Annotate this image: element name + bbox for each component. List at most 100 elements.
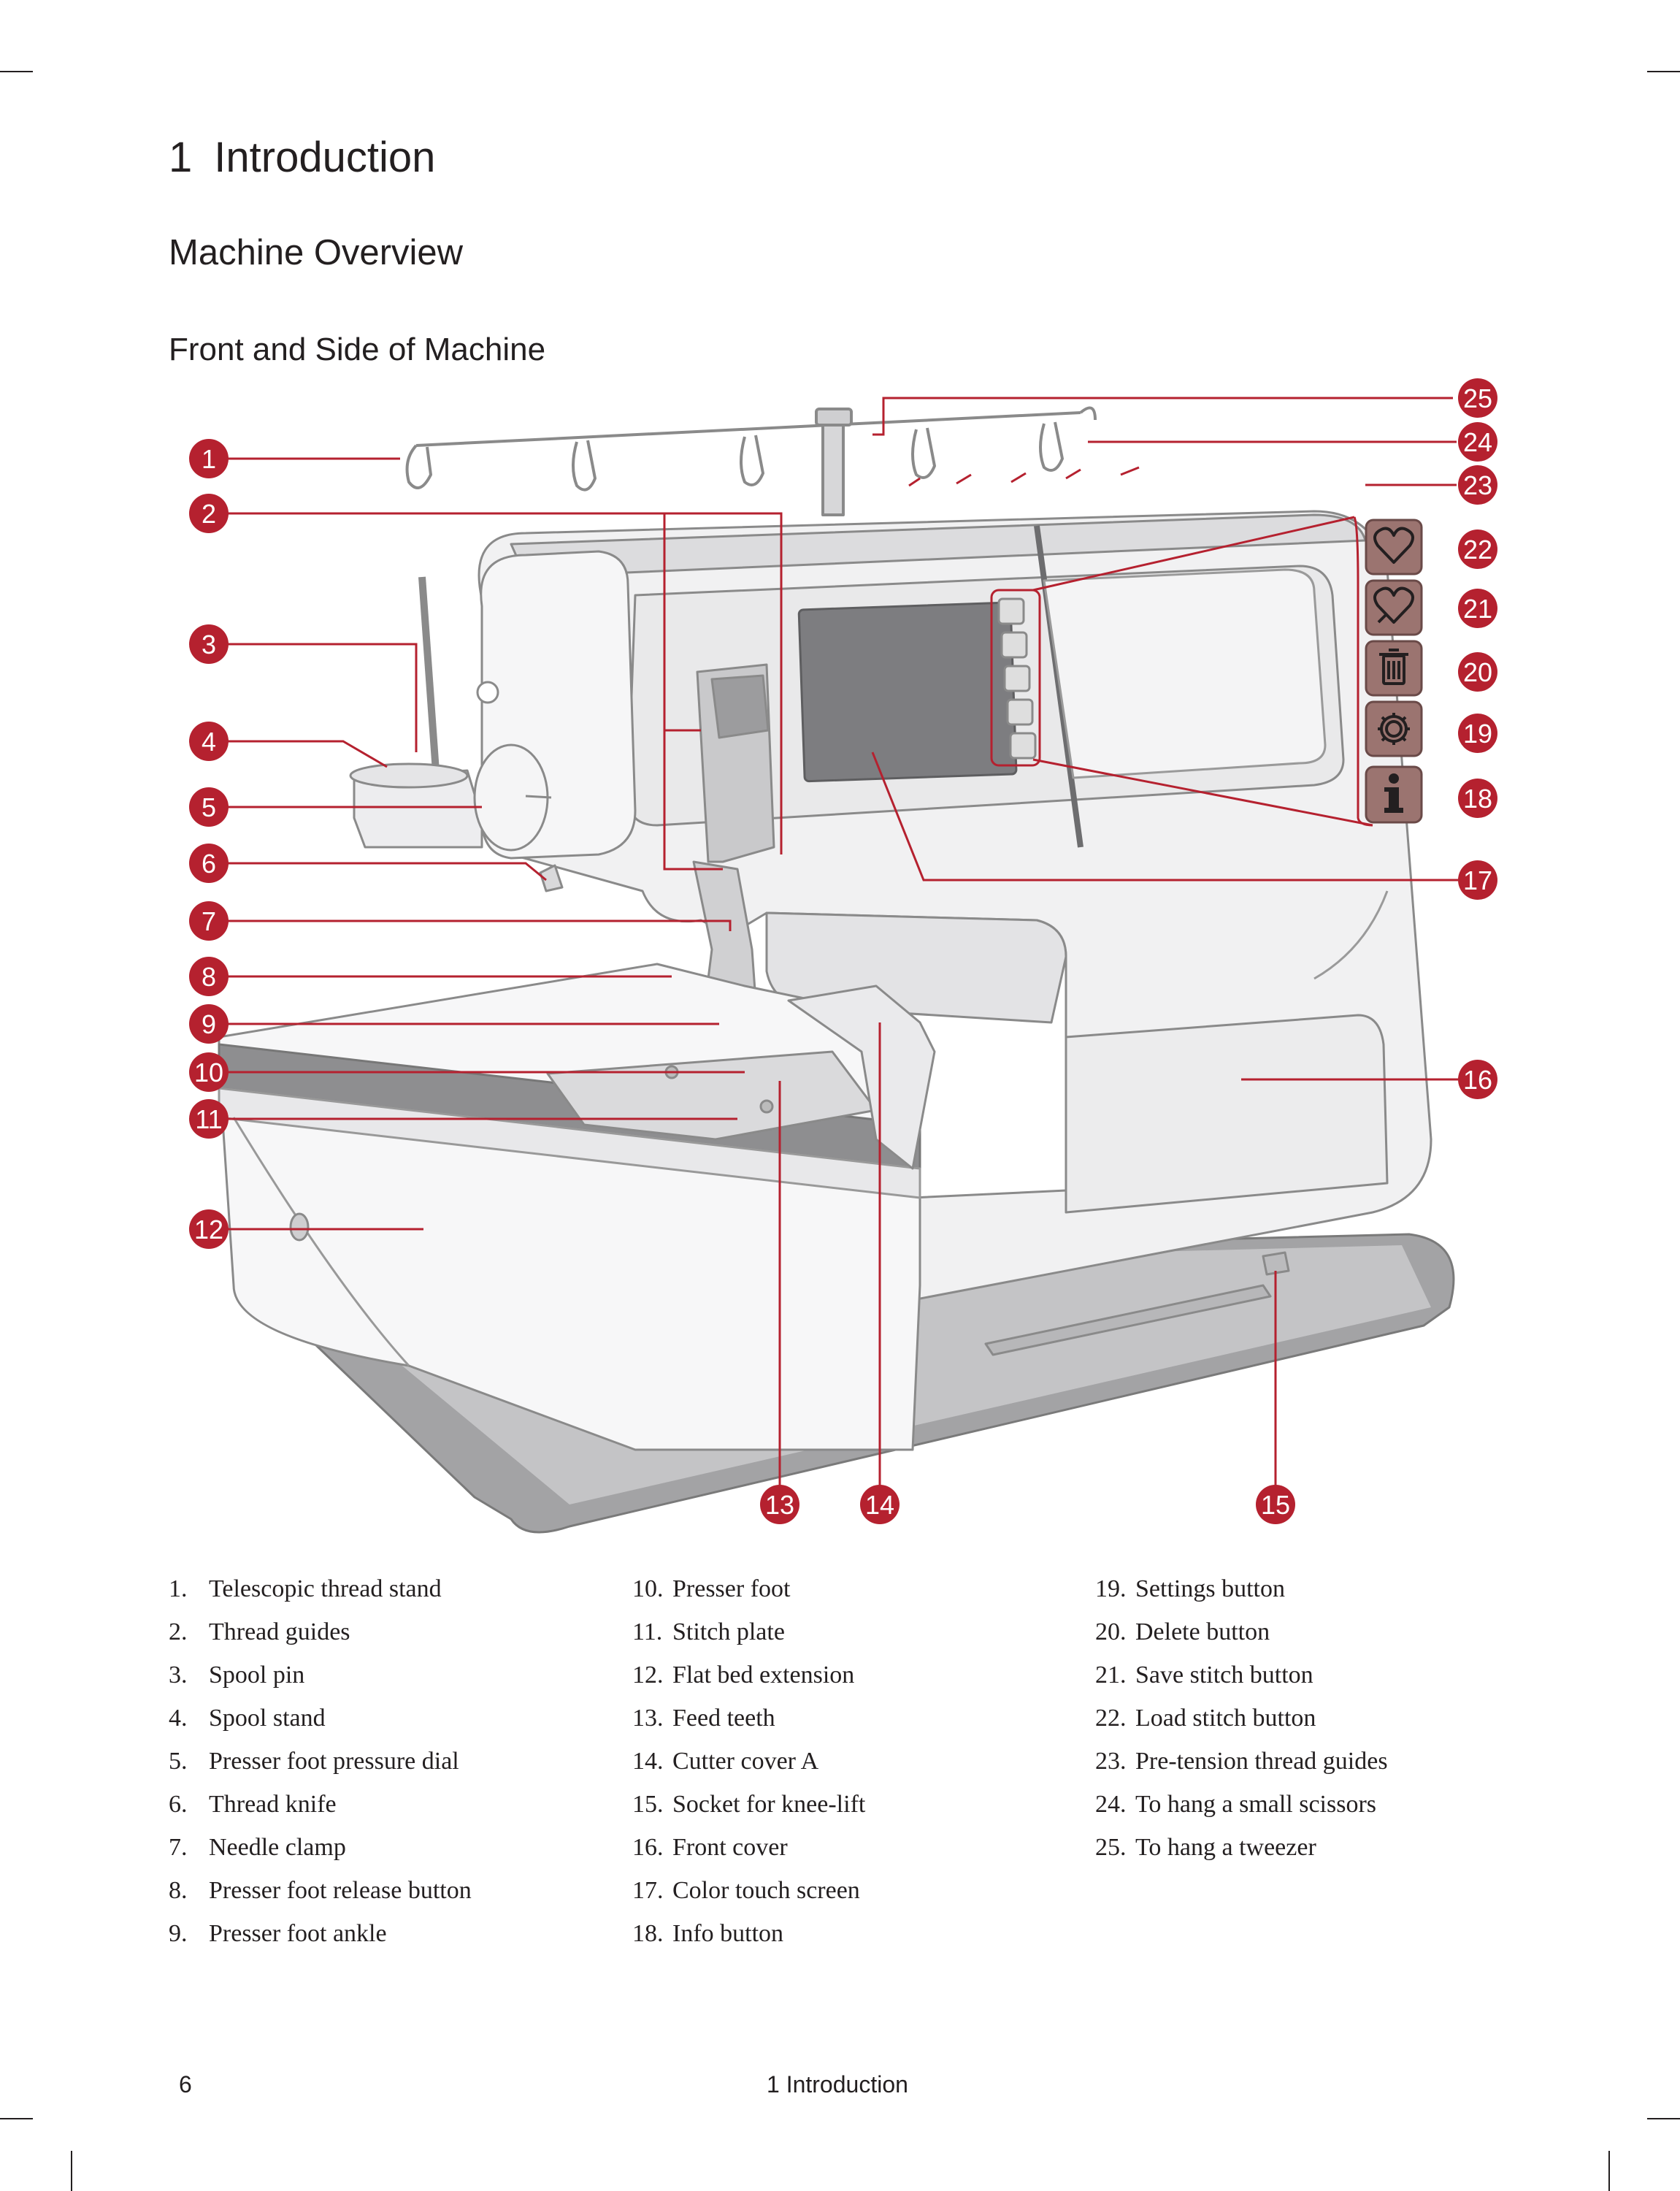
callout-label: 5 — [202, 792, 216, 822]
footer-section: 1 Introduction — [767, 2071, 908, 2098]
callout-label: 9 — [202, 1009, 216, 1039]
part-number: 9. — [169, 1920, 188, 1947]
part-number: 4. — [169, 1705, 188, 1732]
callout-label: 14 — [865, 1490, 894, 1520]
part-label: Pre-tension thread guides — [1135, 1748, 1388, 1775]
part-list-item: 20. Delete button — [1095, 1615, 1388, 1658]
part-list-item: 14. Cutter cover A — [632, 1744, 865, 1787]
part-label: Save stitch button — [1135, 1662, 1313, 1689]
part-number: 21. — [1095, 1662, 1127, 1689]
part-number: 14. — [632, 1748, 664, 1775]
part-list-item: 23.Pre-tension thread guides — [1095, 1744, 1388, 1787]
part-number: 25. — [1095, 1834, 1127, 1861]
callout-13: 13 — [760, 1485, 799, 1524]
part-number: 20. — [1095, 1618, 1127, 1645]
stitch-plate — [546, 1050, 878, 1141]
callout-label: 11 — [195, 1104, 222, 1134]
callout-11: 11 — [189, 1099, 229, 1139]
cutter-cover — [787, 984, 936, 1170]
part-list-item: 3. Spool pin — [169, 1658, 472, 1701]
callout-label: 22 — [1463, 535, 1492, 565]
part-label: Cutter cover A — [672, 1748, 819, 1775]
part-label: Flat bed extension — [672, 1662, 855, 1689]
part-label: Feed teeth — [672, 1705, 775, 1732]
callout-9: 9 — [189, 1004, 229, 1044]
callout-label: 15 — [1261, 1490, 1290, 1520]
callout-label: 25 — [1463, 383, 1492, 413]
part-label: Spool pin — [209, 1662, 305, 1689]
gear-icon — [1378, 713, 1410, 745]
part-number: 22. — [1095, 1705, 1127, 1732]
callout-label: 6 — [202, 849, 216, 879]
panel-buttons — [997, 597, 1037, 760]
part-number: 8. — [169, 1877, 188, 1904]
part-label: Stitch plate — [672, 1618, 785, 1645]
part-list-item: 19.Settings button — [1095, 1572, 1388, 1615]
callout-7: 7 — [189, 901, 229, 941]
spool-pin — [418, 576, 440, 782]
callout-14: 14 — [860, 1485, 900, 1524]
thread-knife — [539, 864, 564, 892]
part-number: 11. — [632, 1618, 663, 1645]
callout-label: 7 — [202, 906, 216, 936]
part-number: 18. — [632, 1920, 664, 1947]
part-list-item: 5.Presser foot pressure dial — [169, 1744, 472, 1787]
knee-lift-socket — [1262, 1251, 1290, 1276]
load-stitch-button — [1365, 519, 1423, 576]
part-label: Info button — [672, 1920, 784, 1947]
part-label: Presser foot release button — [209, 1877, 472, 1904]
callout-label: 18 — [1463, 784, 1492, 814]
part-label: Color touch screen — [672, 1877, 860, 1904]
heart-edit-icon — [1373, 586, 1414, 624]
part-number: 5. — [169, 1748, 188, 1775]
callout-5: 5 — [189, 787, 229, 827]
callout-18: 18 — [1458, 779, 1497, 818]
page-number: 6 — [179, 2071, 192, 2098]
callout-8: 8 — [189, 957, 229, 996]
part-list-item: 9.Presser foot ankle — [169, 1916, 472, 1959]
part-label: Thread knife — [209, 1791, 337, 1818]
callout-16: 16 — [1458, 1060, 1497, 1099]
front-cover — [1065, 1014, 1389, 1214]
callout-12: 12 — [189, 1209, 229, 1249]
part-number: 1. — [169, 1575, 188, 1602]
part-list-item: 10.Presser foot — [632, 1572, 865, 1615]
part-number: 13. — [632, 1705, 664, 1732]
callout-label: 17 — [1463, 865, 1492, 895]
part-list-item: 22. Load stitch button — [1095, 1701, 1388, 1744]
part-label: Delete button — [1135, 1618, 1270, 1645]
callout-label: 10 — [194, 1058, 223, 1087]
callout-label: 12 — [194, 1215, 223, 1244]
trim-mark — [1647, 2118, 1680, 2119]
part-number: 24. — [1095, 1791, 1127, 1818]
callout-4: 4 — [189, 722, 229, 761]
telescopic-thread-stand — [405, 406, 1097, 516]
callout-label: 16 — [1463, 1065, 1492, 1095]
callout-label: 8 — [202, 962, 216, 992]
callout-label: 21 — [1463, 594, 1492, 624]
callout-15: 15 — [1256, 1485, 1295, 1524]
callout-label: 24 — [1463, 427, 1492, 457]
part-number: 3. — [169, 1662, 188, 1689]
part-list-item: 7.Needle clamp — [169, 1830, 472, 1873]
part-list-item: 15.Socket for knee-lift — [632, 1787, 865, 1830]
part-list-item: 12. Flat bed extension — [632, 1658, 865, 1701]
callout-19: 19 — [1458, 714, 1497, 753]
part-number: 12. — [632, 1662, 664, 1689]
callout-label: 23 — [1463, 470, 1492, 500]
part-number: 16. — [632, 1834, 664, 1861]
part-label: Telescopic thread stand — [209, 1575, 442, 1602]
spool-stand — [353, 769, 483, 849]
part-list-item: 24.To hang a small scissors — [1095, 1787, 1388, 1830]
part-label: Front cover — [672, 1834, 788, 1861]
part-list-item: 1. Telescopic thread stand — [169, 1572, 472, 1615]
trim-mark — [1608, 2151, 1610, 2191]
settings-button — [1365, 700, 1423, 757]
part-list-item: 16. Front cover — [632, 1830, 865, 1873]
callout-label: 1 — [202, 444, 216, 474]
chapter-number: 1 — [169, 134, 193, 181]
part-label: Load stitch button — [1135, 1705, 1316, 1732]
callout-label: 13 — [765, 1490, 794, 1520]
